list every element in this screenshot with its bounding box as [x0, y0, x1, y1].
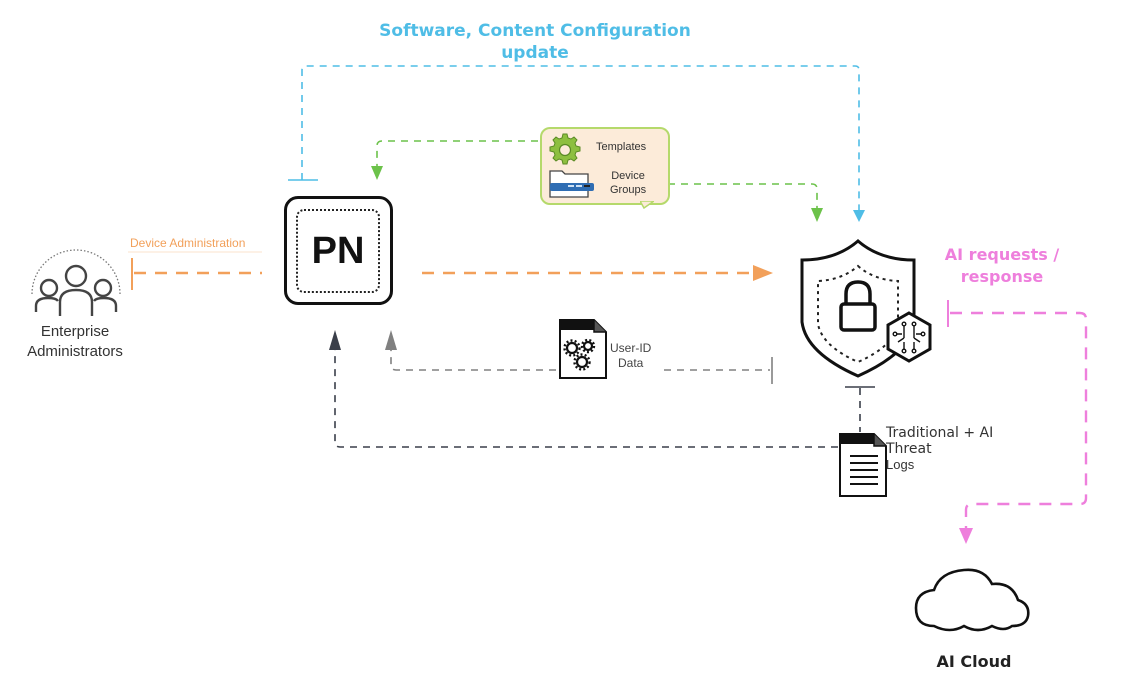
pn-inner-border — [296, 209, 380, 293]
software-update-label-line2: update — [501, 43, 569, 63]
ai-requests-label-line2: response — [960, 267, 1044, 286]
enterprise-admins-label: Enterprise Administrators — [10, 322, 140, 362]
enterprise-admins-icon — [31, 249, 121, 316]
green-arrowhead-firewall — [811, 208, 823, 222]
enterprise-admins-label-line1: Enterprise — [40, 323, 110, 340]
userid-data-label-line1: User-ID — [610, 341, 652, 355]
pink-arrowhead — [959, 528, 973, 544]
userid-data-label: User-ID Data — [610, 341, 651, 371]
userid-connector — [385, 330, 773, 384]
userid-data-doc-icon — [559, 319, 607, 379]
software-update-label: Software, Content Configuration update — [360, 20, 710, 64]
device-groups-label-line2: Groups — [610, 184, 647, 196]
templates-label: Templates — [596, 141, 647, 153]
threat-logs-doc-icon — [839, 433, 887, 497]
threat-logs-label-line1: Traditional + AI — [886, 425, 994, 441]
ai-chip-hexagon — [886, 311, 932, 363]
ai-requests-connector — [947, 300, 1088, 544]
callout-tail — [640, 201, 654, 209]
device-groups-icon — [549, 170, 594, 198]
templates-connector — [371, 140, 823, 222]
enterprise-admins-label-line2: Administrators — [27, 343, 123, 360]
device-admin-label: Device Administration — [130, 236, 246, 250]
software-update-label-line1: Software, Content Configuration — [379, 21, 691, 41]
blue-arrowhead — [853, 210, 865, 222]
ai-firewall-shield-icon[interactable] — [798, 238, 938, 380]
ai-requests-label: AI requests / response — [940, 244, 1064, 288]
gear-icon — [549, 133, 581, 165]
dark-arrowhead — [329, 330, 341, 350]
ai-requests-label-line1: AI requests / — [944, 245, 1060, 264]
threat-logs-label-line3: Logs — [886, 457, 915, 472]
device-admin-connector — [128, 251, 773, 290]
green-arrowhead-pn — [371, 166, 383, 180]
device-groups-label-line1: Device — [611, 170, 645, 182]
software-update-connector — [288, 65, 865, 222]
threat-logs-label: Traditional + AI Threat Logs — [886, 425, 993, 473]
threat-logs-label-line2: Threat — [886, 441, 932, 457]
panorama-node[interactable]: PN — [284, 196, 393, 305]
device-groups-label: Device Groups — [610, 169, 646, 197]
ai-cloud-label: AI Cloud — [936, 652, 1012, 671]
orange-arrowhead — [753, 265, 773, 281]
threat-logs-connector — [329, 330, 875, 448]
pn-label: PN — [311, 230, 365, 272]
templates-device-groups-callout[interactable]: Templates Device Groups — [540, 127, 670, 209]
userid-data-label-line2: Data — [617, 356, 644, 370]
ai-cloud-icon[interactable] — [912, 562, 1036, 634]
gray-arrowhead — [385, 330, 397, 350]
